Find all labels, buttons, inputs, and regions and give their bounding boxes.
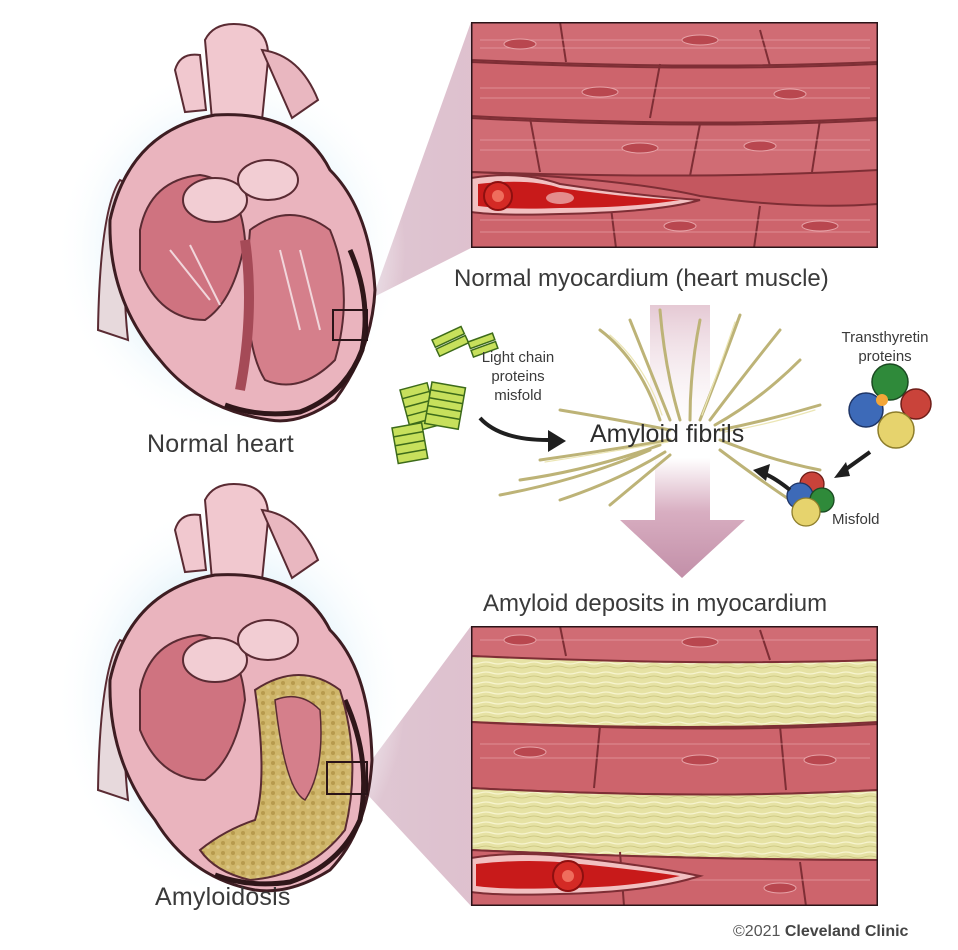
down-arrow — [620, 458, 745, 578]
copyright-org: Cleveland Clinic — [785, 923, 909, 940]
misfold-arrow — [765, 474, 790, 490]
amyloid-myocardium-panel — [471, 626, 878, 906]
transthyretin-label: Transthyretin proteins — [826, 328, 944, 366]
transthyretin-arrowhead-down — [834, 462, 850, 478]
light-chain-label: Light chain proteins misfold — [476, 348, 560, 405]
misfolded-protein-icon — [787, 472, 834, 526]
amyloid-heart-illustration — [55, 484, 405, 900]
light-chain-arrow — [480, 418, 548, 440]
amyloid-deposits-label: Amyloid deposits in myocardium — [483, 590, 827, 618]
transthyretin-protein-icon — [849, 364, 931, 448]
amyloid-fibrils-label: Amyloid fibrils — [590, 420, 744, 449]
misfold-label: Misfold — [832, 510, 880, 529]
normal-heart-label: Normal heart — [147, 430, 294, 459]
normal-myocardium-panel — [471, 22, 878, 248]
copyright-credit: ©2021 Cleveland Clinic — [733, 923, 908, 941]
normal-heart-illustration — [55, 24, 405, 435]
misfold-arrowhead — [753, 464, 770, 481]
light-chain-arrowhead — [548, 430, 566, 452]
copyright-year: ©2021 — [733, 923, 780, 940]
normal-myocardium-label: Normal myocardium (heart muscle) — [454, 265, 829, 293]
amyloidosis-label: Amyloidosis — [155, 883, 291, 912]
